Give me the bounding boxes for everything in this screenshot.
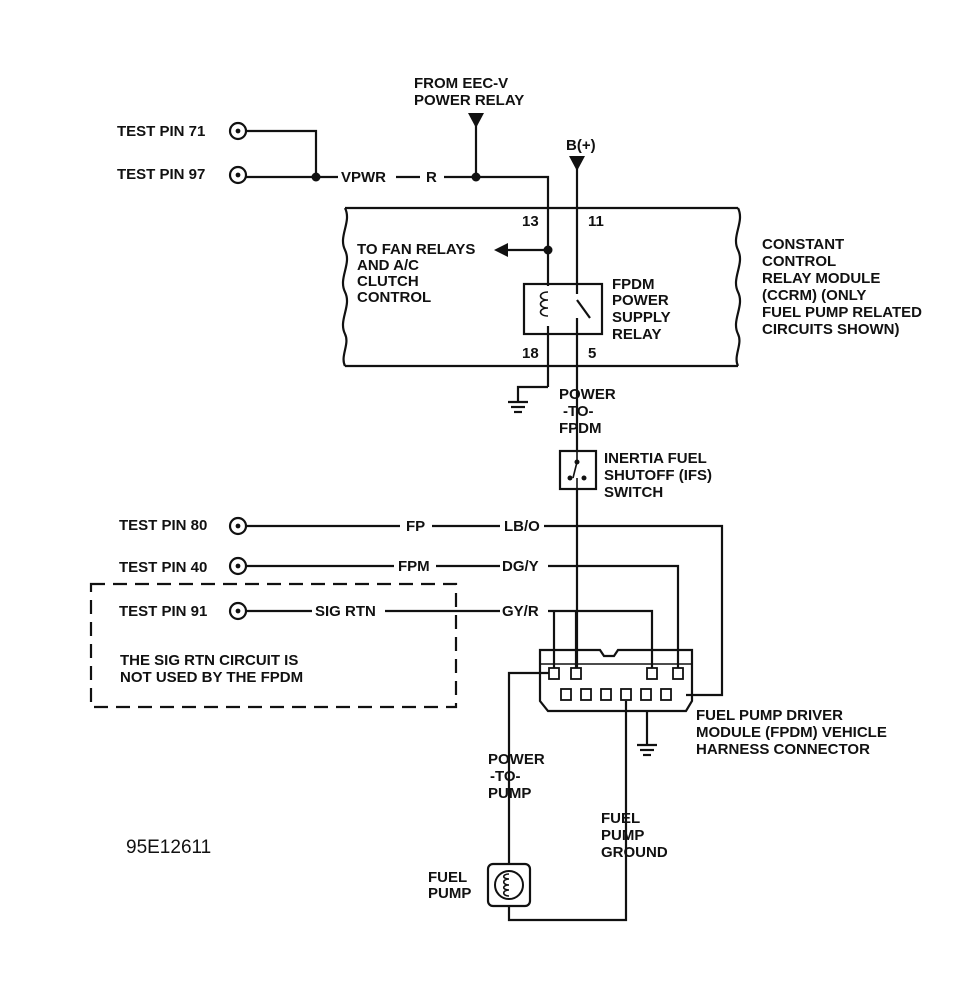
fp-color-label: LB/O [504, 518, 540, 535]
sig-rtn-note-line1: THE SIG RTN CIRCUIT IS [120, 652, 298, 669]
fan-relays-label-line2: AND A/C [357, 257, 419, 274]
power-to-pump-label-line1: POWER [488, 751, 545, 768]
power-to-pump-label-line3: PUMP [488, 785, 531, 802]
connector-cavity [640, 688, 652, 701]
fuel-pump-ground-wire [507, 701, 628, 922]
sig-rtn-wire [548, 609, 654, 672]
ccrm-pin-13: 13 [522, 213, 539, 230]
power-to-fpdm-label-line2: -TO- [563, 403, 594, 420]
connector-cavity [660, 688, 672, 701]
connector-label-line2: MODULE (FPDM) VEHICLE [696, 724, 887, 741]
power-to-fpdm-label-line3: FPDM [559, 420, 602, 437]
ccrm-label-line2: CONTROL [762, 253, 836, 270]
connector-label-line3: HARNESS CONNECTOR [696, 741, 870, 758]
ifs-switch [558, 449, 598, 491]
eec-v-source-label-line1: FROM EEC-V [414, 75, 508, 92]
diagram-id: 95E12611 [126, 837, 211, 858]
ccrm-label-line3: RELAY MODULE [762, 270, 880, 287]
eec-v-arrow-icon [468, 113, 484, 128]
fp-wire [544, 524, 724, 697]
power-to-pump-wire [507, 671, 549, 868]
sig-rtn-color-label: GY/R [502, 603, 539, 620]
connector-cavity [620, 688, 632, 701]
test-pin-40-label: TEST PIN 40 [119, 559, 207, 576]
ifs-switch-label-line2: SHUTOFF (IFS) [604, 467, 712, 484]
relay-label-line1: FPDM [612, 276, 655, 293]
fpm-wire [548, 564, 680, 672]
sig-rtn-circuit-label: SIG RTN [315, 603, 376, 620]
relay-coil-icon [539, 291, 549, 317]
battery-label: B(+) [566, 137, 596, 154]
relay-label-line3: SUPPLY [612, 309, 671, 326]
fan-relays-label-line1: TO FAN RELAYS [357, 241, 475, 258]
power-to-fpdm-label-line1: POWER [559, 386, 616, 403]
connector-cavity [600, 688, 612, 701]
connector-cavity [672, 667, 684, 680]
ccrm-right-break [734, 207, 742, 367]
relay-ground-wire [516, 385, 548, 402]
pump-ground-label-line3: GROUND [601, 844, 668, 861]
fpdm-harness-connector [538, 648, 694, 713]
test-pin-80-label: TEST PIN 80 [119, 517, 207, 534]
ifs-switch-contact-icon [572, 461, 578, 479]
ccrm-pin-11: 11 [588, 213, 604, 230]
test-pin-97-label: TEST PIN 97 [117, 166, 205, 183]
vpwr-circuit-label: VPWR [341, 169, 386, 186]
connector-cavity [646, 667, 658, 680]
ccrm-label-line1: CONSTANT [762, 236, 844, 253]
splice-icon [471, 172, 481, 182]
fpm-circuit-label: FPM [398, 558, 430, 575]
fp-circuit-label: FP [406, 518, 425, 535]
pump-ground-label-line2: PUMP [601, 827, 644, 844]
connector-cavity [580, 688, 592, 701]
fpm-color-label: DG/Y [502, 558, 539, 575]
sig-rtn-note-box [89, 582, 458, 709]
power-to-pump-label-line2: -TO- [490, 768, 521, 785]
sig-rtn-note-line2: NOT USED BY THE FPDM [120, 669, 303, 686]
ccrm-pin-18: 18 [522, 345, 539, 362]
fuel-pump-label-line2: PUMP [428, 885, 471, 902]
fan-relays-label-line3: CLUTCH [357, 273, 419, 290]
ccrm-label-line5: FUEL PUMP RELATED [762, 304, 922, 321]
relay-contact-icon [576, 299, 591, 319]
battery-arrow-icon [569, 156, 585, 171]
connector-cavity [548, 667, 560, 680]
ccrm-pin-5: 5 [588, 345, 596, 362]
ccrm-left-break [341, 207, 349, 367]
vpwr-color-label: R [426, 169, 437, 186]
ifs-switch-label-line1: INERTIA FUEL [604, 450, 707, 467]
connector-label-line1: FUEL PUMP DRIVER [696, 707, 843, 724]
connector-cavity [570, 667, 582, 680]
splice-icon [311, 172, 321, 182]
connector-cavity [560, 688, 572, 701]
test-pin-91-label: TEST PIN 91 [119, 603, 207, 620]
ifs-switch-label-line3: SWITCH [604, 484, 663, 501]
eec-v-source-label-line2: POWER RELAY [414, 92, 524, 109]
relay-label-line4: RELAY [612, 326, 661, 343]
fan-relay-arrow-icon [494, 243, 508, 257]
test-pin-71-label: TEST PIN 71 [117, 123, 205, 140]
relay-label-line2: POWER [612, 292, 669, 309]
pump-ground-label-line1: FUEL [601, 810, 640, 827]
fpdm-power-supply-relay [522, 282, 604, 336]
ccrm-label-line4: (CCRM) (ONLY [762, 287, 866, 304]
ccrm-label-line6: CIRCUITS SHOWN) [762, 321, 900, 338]
test-pin-71-wire [246, 129, 318, 177]
fan-relays-label-line4: CONTROL [357, 289, 431, 306]
fuel-pump-label-line1: FUEL [428, 869, 467, 886]
